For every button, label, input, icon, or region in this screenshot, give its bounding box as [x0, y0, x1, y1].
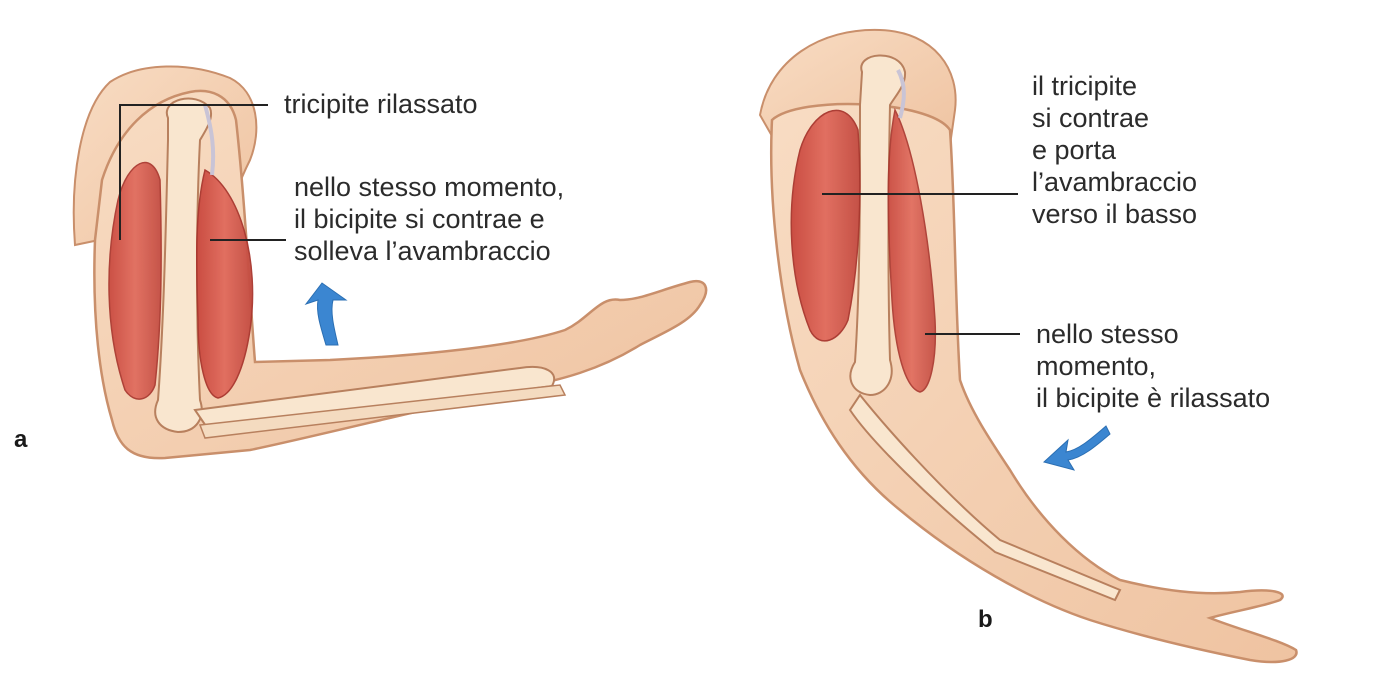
triceps-muscle-b: [791, 110, 860, 341]
panel-label-a: a: [14, 426, 27, 454]
label-triceps-contracts-line2: si contrae: [1032, 102, 1149, 135]
panel-label-b: b: [978, 606, 993, 634]
up-arrow-icon: [306, 283, 346, 345]
label-triceps-contracts-line5: verso il basso: [1032, 198, 1197, 231]
label-triceps-contracts-line3: e porta: [1032, 134, 1116, 167]
arm-b: [760, 30, 1297, 662]
label-triceps-contracts-line1: il tricipite: [1032, 70, 1137, 103]
label-triceps-contracts-line4: l’avambraccio: [1032, 166, 1197, 199]
label-biceps-contracts-line3: solleva l’avambraccio: [294, 235, 551, 268]
label-biceps-contracts-line1: nello stesso momento,: [294, 171, 564, 204]
label-biceps-relaxed-line1: nello stesso: [1036, 318, 1179, 351]
label-triceps-relaxed: tricipite rilassato: [284, 88, 478, 121]
down-arrow-icon: [1044, 426, 1110, 470]
label-biceps-relaxed-line2: momento,: [1036, 350, 1156, 383]
label-biceps-relaxed-line3: il bicipite è rilassato: [1036, 382, 1270, 415]
label-biceps-contracts-line2: il bicipite si contrae e: [294, 203, 545, 236]
